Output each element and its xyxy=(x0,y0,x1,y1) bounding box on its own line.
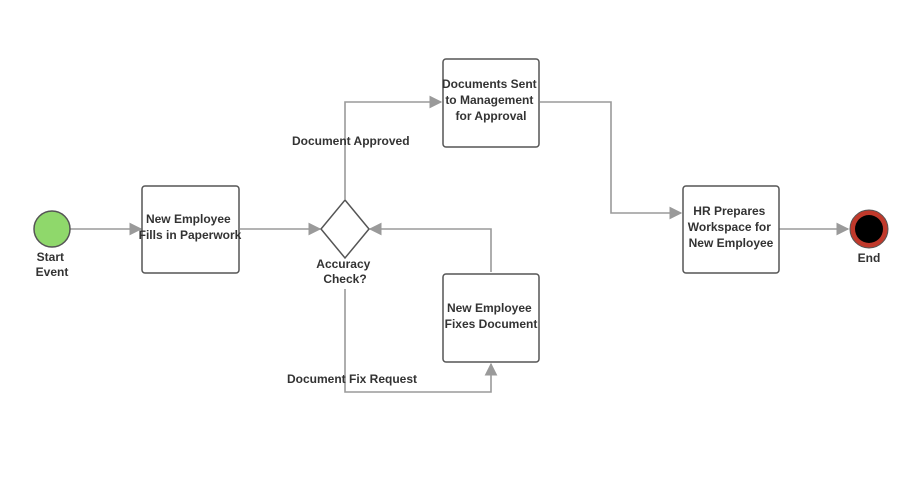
task-fill-paperwork-line2: Fills in Paperwork xyxy=(139,228,242,242)
task-fixes-document-line2: Fixes Document xyxy=(445,317,538,331)
gateway-label-line1: Accuracy xyxy=(316,257,370,271)
task-sent-management-line3: for Approval xyxy=(456,109,527,123)
task-sent-management-line2: to Management xyxy=(445,93,533,107)
gateway-diamond xyxy=(320,198,370,260)
edge-check-to-management xyxy=(344,95,443,199)
start-event-circle xyxy=(33,210,71,248)
svg-text:HR Prepares Workspace fo: HR Prepares Workspace for New Employee xyxy=(688,204,774,250)
task-fixes-document[interactable]: New Employee Fixes Document xyxy=(442,273,540,363)
edge-check-to-fixes xyxy=(344,289,498,393)
task-fill-paperwork-line1: New Employee xyxy=(146,212,231,226)
end-event-core xyxy=(855,215,883,243)
edge-management-to-hr xyxy=(540,101,683,220)
task-hr-prepares-line1: HR Prepares xyxy=(693,204,765,218)
gateway-accuracy-check[interactable]: Accuracy Check? xyxy=(316,198,373,286)
svg-text:New Employee Fixes Docum: New Employee Fixes Document xyxy=(445,301,538,331)
edge-label-fix-request: Document Fix Request xyxy=(287,372,417,386)
end-event-label: End xyxy=(858,251,881,265)
task-hr-prepares[interactable]: HR Prepares Workspace for New Employee xyxy=(682,185,780,274)
svg-text:Accuracy Check?: Accuracy Check? xyxy=(316,257,373,286)
task-hr-prepares-line3: New Employee xyxy=(689,236,774,250)
edge-fixes-to-check xyxy=(368,222,492,272)
task-fill-paperwork-box xyxy=(141,185,240,274)
start-event[interactable]: Start Event xyxy=(33,210,71,279)
start-event-label-line2: Event xyxy=(36,265,69,279)
svg-text:Start Event: Start Event xyxy=(36,250,69,279)
task-hr-prepares-line2: Workspace for xyxy=(688,220,771,234)
start-event-label-line1: Start xyxy=(37,250,64,264)
task-fill-paperwork[interactable]: New Employee Fills in Paperwork xyxy=(139,185,242,274)
svg-text:Documents Sent to Manage: Documents Sent to Management for Approva… xyxy=(442,77,540,123)
task-hr-prepares-box xyxy=(682,185,780,274)
task-sent-management-line1: Documents Sent xyxy=(442,77,537,91)
task-sent-management[interactable]: Documents Sent to Management for Approva… xyxy=(442,58,540,148)
edge-label-approved: Document Approved xyxy=(292,134,410,148)
gateway-label-line2: Check? xyxy=(323,272,366,286)
task-sent-management-box xyxy=(442,58,540,148)
end-event[interactable]: End xyxy=(849,209,889,265)
svg-text:New Employee Fills in Pa: New Employee Fills in Paperwork xyxy=(139,212,242,242)
task-fixes-document-line1: New Employee xyxy=(447,301,532,315)
svg-text:End: End xyxy=(858,251,881,265)
edges xyxy=(70,95,850,393)
task-fixes-document-box xyxy=(442,273,540,363)
